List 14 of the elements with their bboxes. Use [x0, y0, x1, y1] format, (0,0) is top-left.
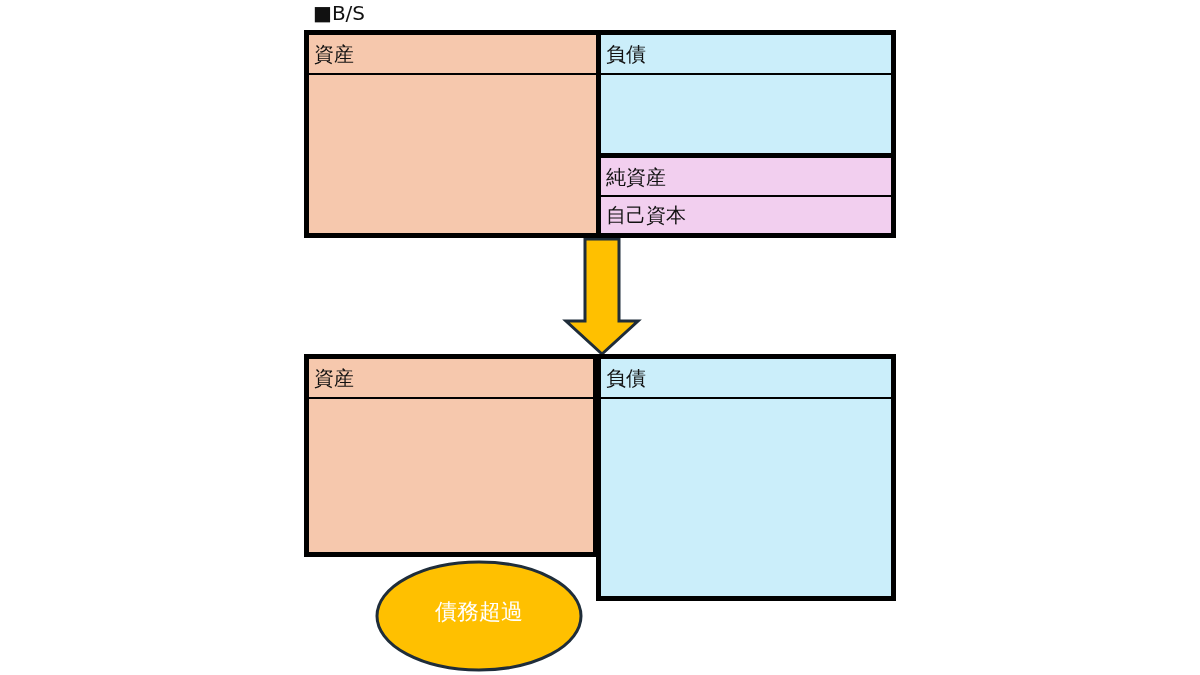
- column-heading: 資産: [314, 41, 354, 68]
- equity-section: [601, 158, 891, 233]
- table-column: [309, 35, 601, 233]
- column-heading: 資産: [314, 365, 354, 392]
- sheet-title: ■B/S: [313, 1, 366, 25]
- section-label: 自己資本: [606, 202, 686, 229]
- table-column: [304, 354, 598, 557]
- badge-label: 債務超過: [435, 598, 523, 627]
- column-heading: 負債: [606, 365, 646, 392]
- block-arrow: [562, 237, 642, 357]
- table-column: [596, 354, 896, 601]
- column-heading: 負債: [606, 41, 646, 68]
- section-heading: 純資産: [606, 164, 666, 191]
- table-column: [601, 35, 891, 158]
